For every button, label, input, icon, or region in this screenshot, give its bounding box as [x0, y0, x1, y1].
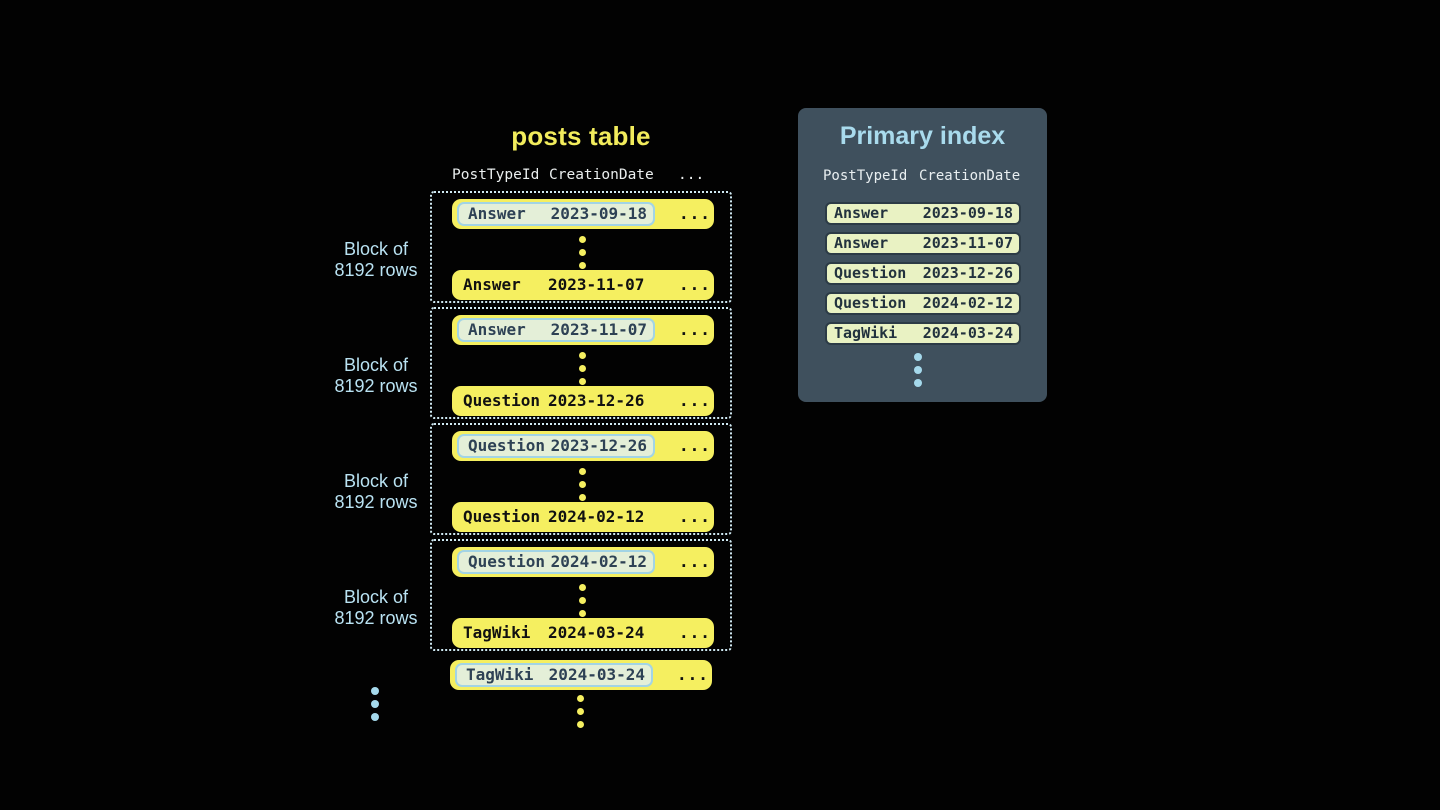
row-ellipsis: ... — [679, 436, 711, 455]
creation-date-cell: 2023-09-18 — [550, 204, 647, 223]
index-row: TagWiki 2024-03-24 — [825, 322, 1021, 345]
indexed-row-highlight: TagWiki 2024-03-24 — [455, 663, 653, 687]
indexed-row-highlight: Answer 2023-11-07 — [457, 318, 655, 342]
table-row-first: Question 2024-02-12 ... — [452, 547, 714, 577]
creation-date-cell: 2023-12-26 — [550, 436, 647, 455]
row-ellipsis: ... — [679, 391, 711, 410]
creation-date-cell: 2024-02-12 — [922, 294, 1013, 312]
post-type-cell: Question — [834, 264, 907, 282]
post-type-cell: Answer — [468, 204, 526, 223]
index-row: Question 2023-12-26 — [825, 262, 1021, 285]
table-row-last: Answer 2023-11-07 ... — [452, 270, 714, 300]
row-ellipsis: ... — [679, 623, 711, 642]
table-row-first: Answer 2023-11-07 ... — [452, 315, 714, 345]
vertical-ellipsis-icon — [579, 236, 586, 269]
creation-date-cell: 2023-12-26 — [548, 391, 645, 410]
post-type-cell: Question — [468, 552, 546, 571]
post-type-cell: TagWiki — [463, 623, 531, 642]
block-size-label: Block of 8192 rows — [334, 587, 418, 628]
post-type-cell: Question — [468, 436, 546, 455]
posts-table-header-ellipsis: ... — [678, 167, 705, 183]
vertical-ellipsis-icon — [579, 584, 586, 617]
table-row-first: Question 2023-12-26 ... — [452, 431, 714, 461]
vertical-ellipsis-icon — [371, 687, 379, 721]
creation-date-cell: 2023-11-07 — [548, 275, 645, 294]
post-type-cell: Question — [463, 507, 541, 526]
post-type-cell: Question — [463, 391, 541, 410]
posts-table-header-posttypeid: PostTypeId — [452, 167, 540, 183]
row-ellipsis: ... — [679, 204, 711, 223]
post-type-cell: Answer — [463, 275, 521, 294]
post-type-cell: Answer — [468, 320, 526, 339]
row-ellipsis: ... — [679, 552, 711, 571]
indexed-row-highlight: Answer 2023-09-18 — [457, 202, 655, 226]
row-ellipsis: ... — [679, 320, 711, 339]
creation-date-cell: 2024-03-24 — [922, 324, 1013, 342]
posts-table-title: posts table — [511, 121, 651, 151]
indexed-row-highlight: Question 2023-12-26 — [457, 434, 655, 458]
creation-date-cell: 2024-03-24 — [548, 623, 645, 642]
rows-block-2: Answer 2023-11-07 ... Question 2023-12-2… — [430, 307, 732, 419]
creation-date-cell: 2023-12-26 — [922, 264, 1013, 282]
creation-date-cell: 2024-02-12 — [550, 552, 647, 571]
rows-block-1: Answer 2023-09-18 ... Answer 2023-11-07 … — [430, 191, 732, 303]
rows-block-3: Question 2023-12-26 ... Question 2024-02… — [430, 423, 732, 535]
row-ellipsis: ... — [679, 275, 711, 294]
creation-date-cell: 2024-02-12 — [548, 507, 645, 526]
post-type-cell: Answer — [834, 204, 889, 222]
index-row: Question 2024-02-12 — [825, 292, 1021, 315]
table-row-last: Question 2023-12-26 ... — [452, 386, 714, 416]
creation-date-cell: 2023-11-07 — [922, 234, 1013, 252]
vertical-ellipsis-icon — [579, 468, 586, 501]
posts-table-header-creationdate: CreationDate — [549, 167, 654, 183]
primary-index-title: Primary index — [839, 122, 1006, 150]
row-ellipsis: ... — [679, 507, 711, 526]
block-size-label: Block of 8192 rows — [334, 471, 418, 512]
vertical-ellipsis-icon — [914, 353, 922, 387]
vertical-ellipsis-icon — [577, 695, 584, 728]
table-row-first: Answer 2023-09-18 ... — [452, 199, 714, 229]
block-size-label: Block of 8192 rows — [334, 239, 418, 280]
creation-date-cell: 2023-09-18 — [922, 204, 1013, 222]
primary-index-panel: Primary index PostTypeId CreationDate An… — [798, 108, 1047, 402]
creation-date-cell: 2023-11-07 — [550, 320, 647, 339]
table-row-last: TagWiki 2024-03-24 ... — [452, 618, 714, 648]
index-row: Answer 2023-09-18 — [825, 202, 1021, 225]
row-ellipsis: ... — [677, 665, 709, 684]
post-type-cell: Answer — [834, 234, 889, 252]
table-row-trailing: TagWiki 2024-03-24 ... — [450, 660, 712, 690]
rows-block-4: Question 2024-02-12 ... TagWiki 2024-03-… — [430, 539, 732, 651]
indexed-row-highlight: Question 2024-02-12 — [457, 550, 655, 574]
primary-index-header-creationdate: CreationDate — [919, 168, 1021, 184]
index-row: Answer 2023-11-07 — [825, 232, 1021, 255]
creation-date-cell: 2024-03-24 — [548, 665, 645, 684]
post-type-cell: TagWiki — [834, 324, 898, 342]
post-type-cell: Question — [834, 294, 907, 312]
post-type-cell: TagWiki — [466, 665, 534, 684]
primary-index-header-posttypeid: PostTypeId — [823, 168, 908, 184]
table-row-last: Question 2024-02-12 ... — [452, 502, 714, 532]
block-size-label: Block of 8192 rows — [334, 355, 418, 396]
vertical-ellipsis-icon — [579, 352, 586, 385]
